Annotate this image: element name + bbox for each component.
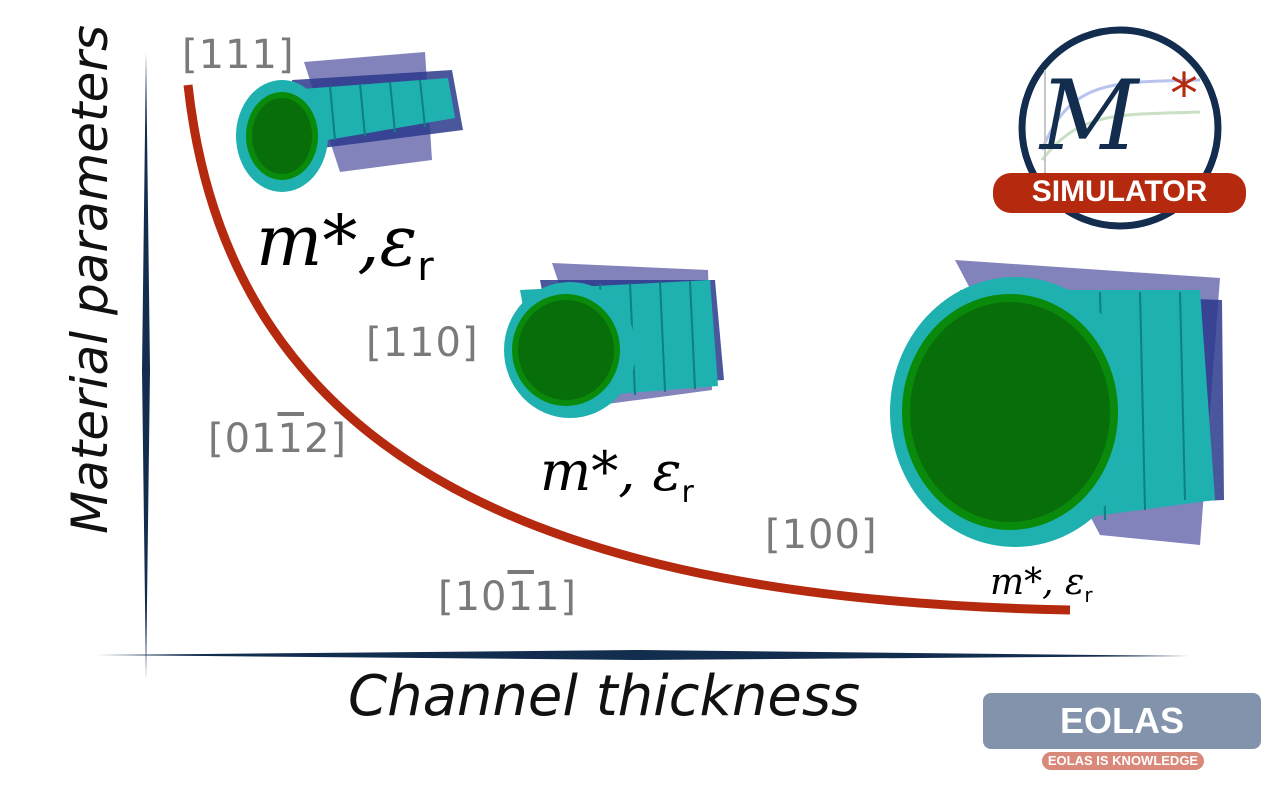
param-mid-main: m*, ε <box>540 440 682 503</box>
simulator-logo-icon <box>993 26 1246 230</box>
orientation-1011-pre: [10 <box>438 574 508 620</box>
nanowire-medium-icon <box>504 263 724 418</box>
x-axis-label: Channel thickness <box>348 664 861 729</box>
orientation-1011-post: 1] <box>533 574 578 620</box>
param-top-main: m*,ε <box>256 200 418 282</box>
param-label-right: m*, εr <box>990 562 1093 607</box>
logo-banner: SIMULATOR <box>1031 175 1208 208</box>
brand-name: EOLAS DESIGNS <box>983 693 1261 797</box>
y-axis-label: Material parameters <box>61 24 119 534</box>
orientation-100: [100] <box>765 512 878 558</box>
x-axis <box>96 650 1190 660</box>
logo-glyph: M <box>1040 60 1139 172</box>
trend-curve <box>183 84 1071 615</box>
nanowire-large-icon <box>890 260 1224 547</box>
orientation-0112: [0112] <box>208 416 347 462</box>
param-right-main: m*, ε <box>990 562 1085 603</box>
param-mid-sub: r <box>681 474 694 510</box>
orientation-110: [110] <box>366 320 479 366</box>
brand-tagline: EOLAS IS KNOWLEDGE <box>1042 752 1204 770</box>
orientation-0112-post: 2] <box>303 416 348 462</box>
orientation-1011: [1011] <box>438 574 577 620</box>
param-right-sub: r <box>1084 583 1093 608</box>
param-label-mid: m*, εr <box>540 440 694 510</box>
orientation-111: [111] <box>182 32 295 78</box>
y-axis <box>142 52 150 680</box>
logo-star: * <box>1170 62 1198 127</box>
orientation-1011-bar: 1 <box>507 574 534 620</box>
orientation-0112-bar: 1 <box>277 416 304 462</box>
param-top-sub: r <box>417 244 434 290</box>
param-label-top: m*,εr <box>256 200 434 290</box>
nanowire-small-icon <box>236 52 463 192</box>
orientation-0112-pre: [01 <box>208 416 278 462</box>
